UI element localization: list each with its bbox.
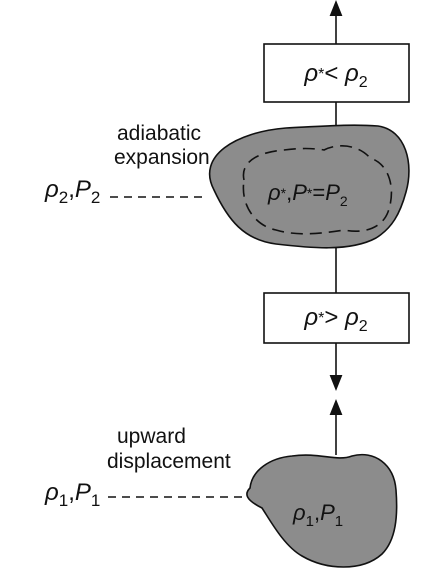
adiabatic-label-line1: adiabatic (117, 122, 201, 145)
upper-level-label: ρ2,P2 (44, 176, 100, 207)
adiabatic-label-line2: expansion (114, 146, 210, 169)
upper-air-parcel (208, 124, 410, 249)
top-condition-text: ρ*< ρ2 (303, 60, 367, 91)
lower-level-label: ρ1,P1 (44, 479, 100, 510)
top-condition-box (263, 43, 410, 103)
mid-condition-box (263, 292, 410, 344)
upward-label-line2: displacement (107, 450, 231, 473)
lower-parcel-label: ρ1,P1 (292, 500, 343, 530)
expanded-parcel-outline (242, 145, 393, 235)
upward-label-line1: upward (117, 425, 186, 448)
lower-air-parcel (246, 453, 398, 568)
mid-condition-text: ρ*> ρ2 (303, 304, 367, 335)
upper-parcel-label: ρ*,P*=P2 (267, 180, 348, 209)
